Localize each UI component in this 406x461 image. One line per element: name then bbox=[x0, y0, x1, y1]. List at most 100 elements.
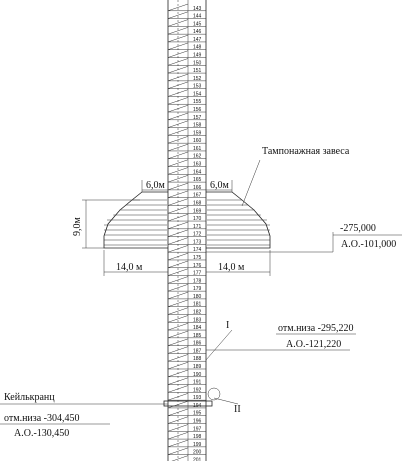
segment-number: 176 bbox=[193, 263, 202, 269]
segment-brace bbox=[167, 252, 189, 261]
segment-number: 159 bbox=[193, 130, 202, 136]
segment-number: 201 bbox=[193, 457, 202, 461]
segment-brace bbox=[167, 112, 189, 121]
curtain-label: Тампонажная завеса bbox=[262, 146, 350, 157]
segment-brace bbox=[167, 11, 189, 19]
segment-number: 193 bbox=[193, 395, 202, 401]
segment-brace bbox=[167, 432, 189, 440]
segment-brace bbox=[167, 198, 189, 206]
elevation-mark-2: I отм.низа -295,220 А.О.-121,220 bbox=[205, 320, 356, 361]
segment-number: 187 bbox=[193, 348, 202, 354]
segment-brace bbox=[167, 206, 189, 214]
height-dimension: 9,0м bbox=[72, 199, 140, 249]
segment-brace bbox=[167, 369, 189, 378]
segment-number: 148 bbox=[193, 45, 202, 51]
segment-number: 151 bbox=[193, 68, 202, 74]
segment-number: 180 bbox=[193, 294, 202, 300]
segment-brace bbox=[167, 237, 189, 245]
segment-brace bbox=[167, 214, 189, 222]
segment-number: 177 bbox=[193, 271, 202, 277]
segment-number: 144 bbox=[193, 14, 202, 20]
segment-number: 188 bbox=[193, 356, 202, 362]
segment-number: 152 bbox=[193, 76, 202, 82]
segment-number: 196 bbox=[193, 419, 202, 425]
segment-number: 184 bbox=[193, 325, 202, 331]
segment-number: 198 bbox=[193, 434, 202, 440]
segment-brace bbox=[167, 19, 189, 27]
segment-number: 173 bbox=[193, 239, 202, 245]
segment-number: 182 bbox=[193, 309, 202, 315]
node-2-callout: II bbox=[207, 387, 241, 415]
segment-brace bbox=[167, 182, 189, 191]
segment-brace bbox=[167, 424, 189, 432]
segment-number: 156 bbox=[193, 107, 202, 113]
segment-number: 179 bbox=[193, 286, 202, 292]
segment-number: 153 bbox=[193, 84, 202, 90]
segment-number: 158 bbox=[193, 123, 202, 129]
keilkranz-label: Кейлькранц bbox=[4, 392, 55, 403]
segment-number: 181 bbox=[193, 302, 202, 308]
segment-brace bbox=[167, 104, 189, 113]
dim-bottom-left: 14,0 м bbox=[116, 262, 143, 273]
segment-brace bbox=[167, 377, 189, 385]
segment-brace bbox=[167, 159, 189, 167]
segment-number: 167 bbox=[193, 193, 202, 199]
segment-brace bbox=[167, 346, 189, 354]
top-dimensions: 6,0м 6,0м bbox=[141, 180, 233, 192]
segment-number: 163 bbox=[193, 162, 202, 168]
segment-number: 143 bbox=[193, 6, 202, 12]
segment-number: 166 bbox=[193, 185, 202, 191]
segment-brace bbox=[167, 73, 189, 82]
segment-brace bbox=[167, 136, 189, 144]
segment-brace bbox=[167, 143, 189, 152]
segment-brace bbox=[167, 221, 189, 230]
segment-brace bbox=[167, 416, 189, 424]
segment-number: 170 bbox=[193, 216, 202, 222]
segment-number: 183 bbox=[193, 317, 202, 323]
grouting-curtain bbox=[103, 191, 271, 249]
dim-top-right: 6,0м bbox=[210, 180, 230, 191]
segment-brace bbox=[171, 455, 189, 461]
segment-number: 186 bbox=[193, 341, 202, 347]
mark-3-bottom: А.О.-130,450 bbox=[14, 428, 69, 439]
segment-brace bbox=[167, 81, 189, 89]
segment-rows: 1431441451461471481491501511521531541551… bbox=[167, 3, 206, 461]
segment-brace bbox=[167, 330, 189, 339]
segment-brace bbox=[167, 260, 189, 269]
segment-brace bbox=[167, 34, 189, 43]
segment-number: 192 bbox=[193, 387, 202, 393]
segment-brace bbox=[167, 408, 189, 416]
segment-number: 162 bbox=[193, 154, 202, 160]
segment-brace bbox=[167, 393, 189, 401]
segment-number: 185 bbox=[193, 333, 202, 339]
segment-brace bbox=[167, 50, 189, 58]
segment-number: 174 bbox=[193, 247, 202, 253]
mark-1-bottom: А.О.-101,000 bbox=[341, 239, 396, 250]
segment-brace bbox=[167, 66, 189, 74]
segment-number: 146 bbox=[193, 29, 202, 35]
segment-number: 197 bbox=[193, 426, 202, 432]
segment-brace bbox=[167, 3, 189, 12]
segment-brace bbox=[167, 245, 189, 253]
segment-number: 171 bbox=[193, 224, 202, 230]
segment-brace bbox=[167, 151, 189, 159]
segment-number: 164 bbox=[193, 169, 202, 175]
node-label-1: I bbox=[226, 320, 229, 331]
segment-brace bbox=[167, 229, 189, 237]
dim-bottom-right: 14,0 м bbox=[218, 262, 245, 273]
segment-number: 165 bbox=[193, 177, 202, 183]
segment-brace bbox=[167, 361, 189, 370]
segment-number: 169 bbox=[193, 208, 202, 214]
bottom-dimensions: 14,0 м 14,0 м bbox=[103, 250, 271, 276]
segment-brace bbox=[167, 400, 189, 409]
segment-number: 150 bbox=[193, 60, 202, 66]
segment-number: 189 bbox=[193, 364, 202, 370]
segment-brace bbox=[167, 385, 189, 393]
node-label-2: II bbox=[234, 404, 241, 415]
segment-brace bbox=[167, 307, 189, 315]
mark-2-bottom: А.О.-121,220 bbox=[286, 339, 341, 350]
dim-top-left: 6,0м bbox=[146, 180, 166, 191]
segment-brace bbox=[167, 58, 189, 66]
segment-brace bbox=[167, 128, 189, 136]
